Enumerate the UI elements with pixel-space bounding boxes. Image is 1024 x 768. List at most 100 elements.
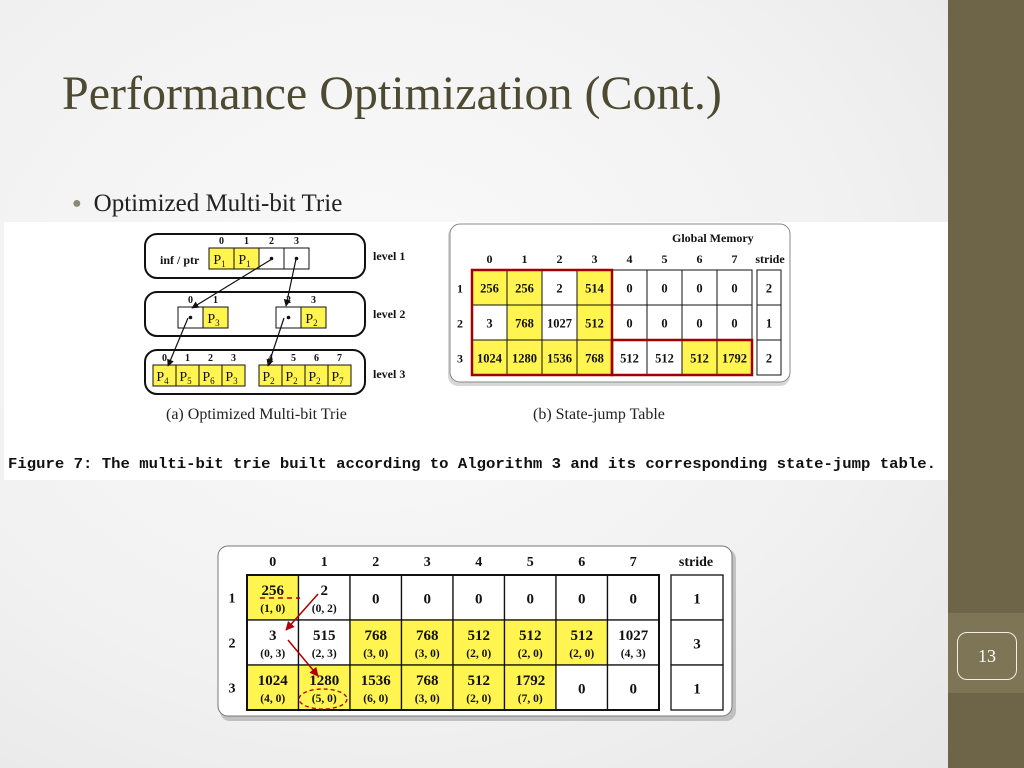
- pointer-dot: [188, 315, 193, 320]
- state-table-row-label: 1: [457, 282, 463, 296]
- state-table-cell-value: 512: [585, 317, 604, 331]
- prefix-subscript: 2: [316, 376, 321, 386]
- detail-table-col-header: 7: [630, 555, 637, 570]
- detail-table-cell-pair: (3, 0): [415, 648, 440, 660]
- detail-table-stride-value: 3: [693, 637, 701, 653]
- inf-ptr-label: inf / ptr: [160, 253, 200, 267]
- detail-table-cell-value: 1536: [361, 673, 392, 689]
- trie-level-2-label: level 2: [373, 307, 405, 321]
- state-table-stride-value: 2: [766, 282, 772, 296]
- state-table-cell: [541, 269, 578, 306]
- detail-table-stride-value: 1: [693, 592, 701, 608]
- detail-table-cell-pair: (5, 0): [312, 693, 337, 705]
- state-table-cell-value: 1536: [547, 352, 572, 366]
- bullet-item: ● Optimized Multi-bit Trie: [72, 190, 342, 218]
- state-table-cell: [611, 339, 648, 376]
- detail-table-cell-pair: (2, 0): [518, 648, 543, 660]
- state-table-cell-value: 0: [626, 317, 632, 331]
- state-table-cell-value: 1024: [477, 352, 503, 366]
- bullet-text: Optimized Multi-bit Trie: [93, 190, 343, 217]
- trie-index-label: 3: [231, 353, 236, 364]
- trie-index-label: 3: [311, 295, 316, 306]
- pointer-dot: [286, 315, 291, 320]
- detail-table-cell: [400, 664, 454, 711]
- detail-table-cell: [297, 619, 351, 666]
- state-table-cell: [681, 304, 718, 341]
- bullet-dot-icon: ●: [72, 195, 82, 212]
- detail-highlight-ellipse: [298, 688, 348, 710]
- detail-table-cell-value: 512: [571, 628, 594, 644]
- trie-index-label: 1: [213, 295, 218, 306]
- detail-table-cell-value: 512: [519, 628, 542, 644]
- state-table-cell-value: 256: [515, 282, 534, 296]
- prefix-subscript: 3: [233, 376, 238, 386]
- detail-table-cell-pair: (1, 0): [260, 603, 285, 615]
- detail-table-cell-pair: (0, 2): [312, 603, 337, 615]
- state-table-row-label: 2: [457, 317, 463, 331]
- detail-table-cell-pair: (4, 3): [621, 648, 646, 660]
- state-table-cell-value: 0: [731, 317, 737, 331]
- state-table-group-border: [610, 338, 754, 377]
- state-table-cell-value: 1280: [512, 352, 537, 366]
- state-table-cell: [471, 269, 508, 306]
- state-table-cell-value: 0: [661, 282, 667, 296]
- state-table-cell-value: 512: [620, 352, 639, 366]
- detail-table-cell: [606, 664, 660, 711]
- prefix-subscript: 6: [210, 376, 215, 386]
- state-table-title: Global Memory: [672, 231, 754, 245]
- state-table-cell-value: 0: [731, 282, 737, 296]
- detail-table-cell-pair: (2, 0): [569, 648, 594, 660]
- detail-table-col-header: 6: [578, 555, 585, 570]
- detail-table-cell-pair: (2, 3): [312, 648, 337, 660]
- detail-table-cell-value: 2: [321, 583, 329, 599]
- state-table-cell: [506, 304, 543, 341]
- state-table-col-header: 7: [732, 252, 738, 266]
- state-table-cell: [541, 339, 578, 376]
- trie-index-label: 6: [314, 353, 319, 364]
- trie-pointer-arrow: [167, 317, 189, 367]
- detail-table-cell-pair: (3, 0): [415, 693, 440, 705]
- prefix-subscript: 7: [339, 376, 344, 386]
- detail-jump-arrow: [287, 639, 319, 677]
- slide-title: Performance Optimization (Cont.): [62, 67, 722, 120]
- prefix-subscript: 1: [246, 259, 251, 269]
- state-table-cell-value: 3: [486, 317, 492, 331]
- prefix-subscript: 2: [313, 318, 318, 328]
- detail-table-cell-pair: (7, 0): [518, 693, 543, 705]
- trie-index-label: 3: [294, 236, 299, 247]
- state-table-col-header: 5: [662, 252, 668, 266]
- state-table-cell-value: 256: [480, 282, 499, 296]
- detail-table-col-header: 2: [372, 555, 379, 570]
- detail-table-col-header: 0: [269, 555, 276, 570]
- state-table-cell-value: 0: [626, 282, 632, 296]
- detail-table-cell-pair: (4, 0): [260, 693, 285, 705]
- state-table-row-label: 3: [457, 352, 463, 366]
- detail-table-cell-value: 768: [416, 628, 439, 644]
- detail-table-cell-value: 0: [630, 682, 638, 698]
- state-table-cell-value: 512: [690, 352, 709, 366]
- prefix-subscript: 5: [187, 376, 192, 386]
- detail-table-stride-cell: [670, 619, 724, 666]
- prefix-cell: [300, 306, 327, 329]
- detail-table-cell-value: 1027: [618, 628, 649, 644]
- detail-jump-arrow: [285, 593, 319, 631]
- state-table-caption: (b) State-jump Table: [533, 406, 665, 423]
- trie-level-3-label: level 3: [373, 367, 405, 381]
- trie-index-label: 1: [185, 353, 190, 364]
- detail-table-cell-value: 512: [468, 628, 491, 644]
- state-table-cell: [576, 339, 613, 376]
- detail-table-cell-value: 512: [468, 673, 491, 689]
- detail-table-cell: [246, 664, 300, 711]
- detail-table-stride-value: 1: [693, 682, 701, 698]
- detail-table-row-label: 2: [229, 637, 236, 652]
- state-table-cell: [611, 304, 648, 341]
- state-table-cell: [471, 339, 508, 376]
- trie-index-label: 1: [244, 236, 249, 247]
- state-table-cell-value: 514: [585, 282, 605, 296]
- prefix-subscript: 2: [293, 376, 298, 386]
- prefix-cell: [221, 364, 246, 387]
- detail-table-cell-value: 1792: [515, 673, 545, 689]
- state-table-stride-header: stride: [755, 252, 785, 266]
- prefix-subscript: 3: [215, 318, 220, 328]
- state-table-col-header: 1: [522, 252, 528, 266]
